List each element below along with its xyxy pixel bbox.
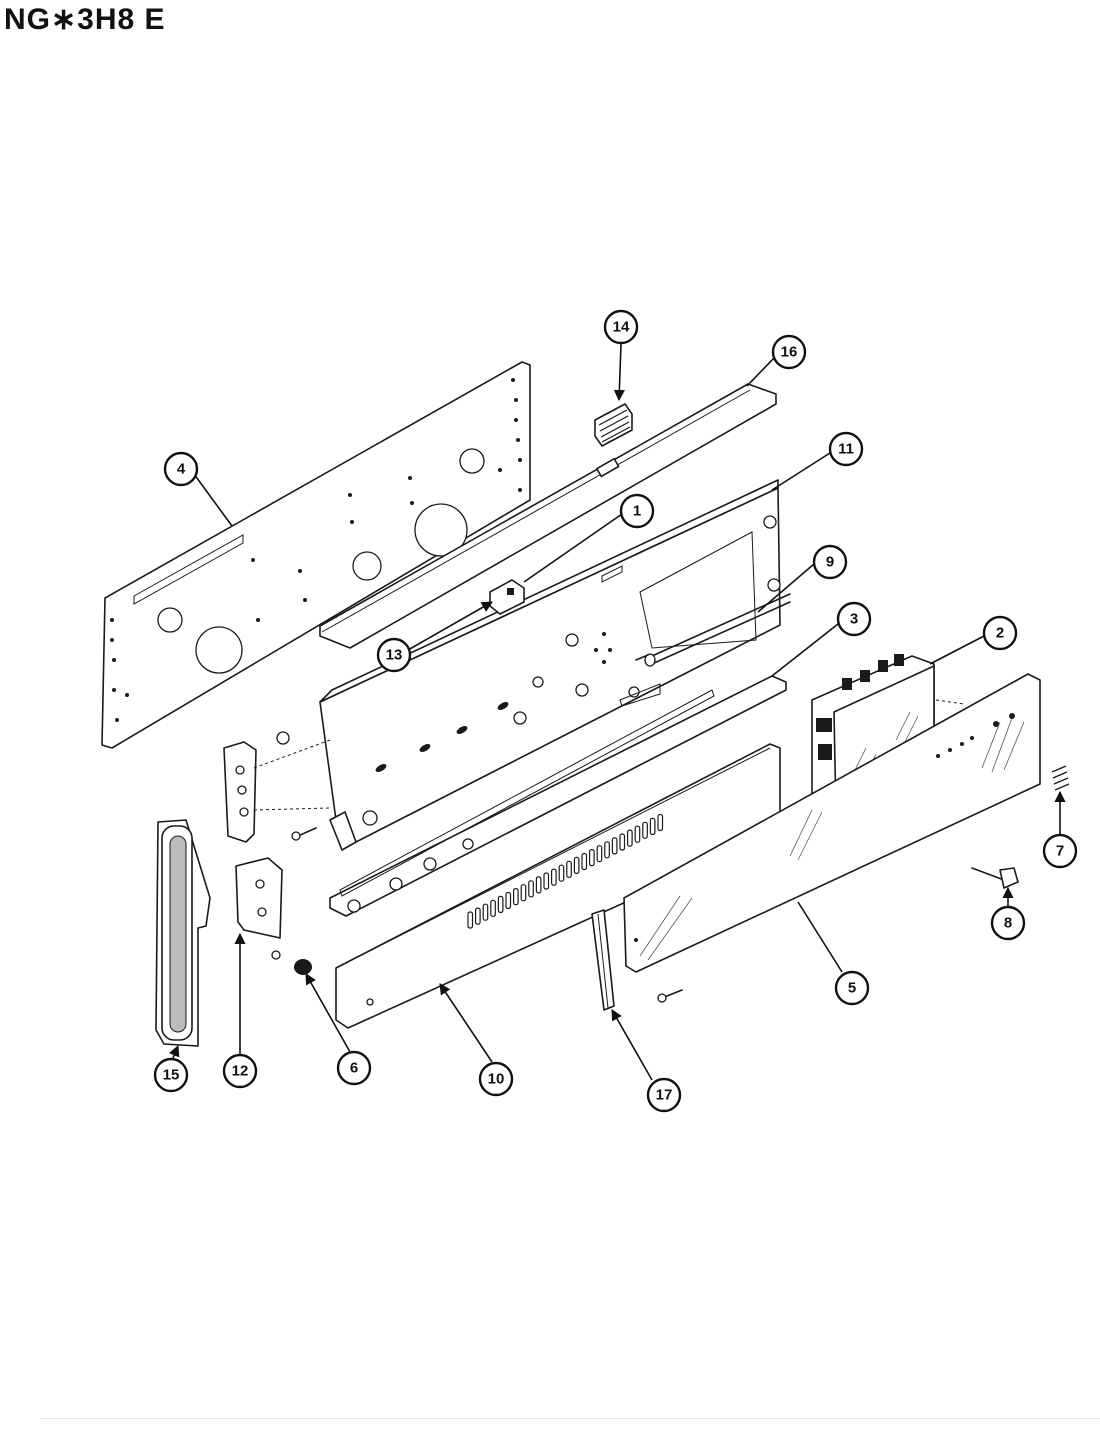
vent-slot — [642, 821, 648, 839]
side-bracket — [223, 731, 290, 939]
callout-3: 3 — [771, 601, 872, 677]
callout-16: 16 — [746, 334, 807, 387]
vent-slot — [475, 907, 481, 925]
vent-slot — [520, 884, 527, 902]
callout-11: 11 — [771, 431, 864, 491]
svg-text:3: 3 — [850, 611, 858, 628]
svg-text:11: 11 — [838, 441, 854, 458]
callout-1: 1 — [523, 493, 655, 583]
rod-part — [635, 593, 791, 667]
callout-9: 9 — [757, 544, 848, 613]
svg-text:9: 9 — [826, 554, 834, 571]
vent-slot — [543, 872, 550, 890]
vent-slot — [573, 856, 580, 875]
model-title: NG∗3H8 E — [4, 3, 166, 36]
svg-text:8: 8 — [1004, 915, 1012, 932]
vent-slot — [619, 833, 626, 851]
svg-text:4: 4 — [177, 461, 186, 478]
callout-15: 15 — [153, 1044, 189, 1093]
glass-front-panel — [623, 673, 1041, 973]
svg-text:15: 15 — [163, 1067, 180, 1084]
vent-slot — [482, 903, 489, 921]
svg-text:12: 12 — [232, 1063, 249, 1080]
vertical-trim-strip — [591, 909, 615, 1011]
svg-text:2: 2 — [996, 625, 1004, 642]
callout-14: 14 — [603, 309, 639, 402]
callout-5: 5 — [797, 901, 870, 1006]
vent-slot — [581, 852, 588, 871]
vent-slot — [512, 887, 519, 906]
vent-slot — [657, 813, 664, 832]
screw-a — [291, 827, 317, 841]
vent-slot — [535, 876, 542, 894]
vent-slot — [497, 895, 504, 914]
spring — [1051, 765, 1070, 791]
vent-slot — [634, 825, 641, 843]
vent-slot — [604, 841, 610, 859]
control-panel-body — [319, 479, 781, 851]
callout-4: 4 — [163, 451, 233, 527]
svg-text:17: 17 — [656, 1087, 673, 1104]
svg-text:10: 10 — [488, 1071, 505, 1088]
bumper — [271, 950, 312, 975]
vent-slot — [467, 911, 474, 929]
vent-slot — [558, 864, 565, 882]
svg-text:13: 13 — [386, 647, 403, 664]
vent-slot — [566, 860, 572, 878]
rear-panel — [101, 361, 531, 749]
callout-17: 17 — [611, 1009, 682, 1113]
callout-7: 7 — [1042, 790, 1078, 869]
end-cap — [155, 819, 211, 1047]
svg-text:1: 1 — [633, 503, 641, 520]
callout-2: 2 — [929, 615, 1018, 665]
callout-13: 13 — [376, 601, 493, 673]
callout-6: 6 — [305, 973, 372, 1086]
screw-b — [657, 989, 683, 1003]
svg-text:7: 7 — [1056, 843, 1064, 860]
vent-slot — [550, 868, 557, 886]
vent-slot — [588, 848, 595, 867]
vent-slot — [596, 845, 603, 863]
clip-part — [594, 403, 633, 447]
svg-text:6: 6 — [350, 1060, 358, 1077]
callout-8: 8 — [990, 886, 1026, 941]
vent-slot — [611, 837, 618, 855]
vent-slot — [528, 880, 534, 898]
callout-12: 12 — [222, 932, 258, 1089]
vent-slot — [649, 817, 656, 836]
scan-artifacts — [40, 1418, 1100, 1419]
screw-nut — [971, 867, 1019, 889]
vent-slot — [626, 829, 633, 847]
svg-text:5: 5 — [848, 980, 856, 997]
vent-slot — [505, 891, 512, 910]
vent-slot — [490, 899, 496, 917]
svg-text:16: 16 — [781, 344, 798, 361]
svg-text:14: 14 — [613, 319, 630, 336]
callout-10: 10 — [439, 983, 514, 1097]
